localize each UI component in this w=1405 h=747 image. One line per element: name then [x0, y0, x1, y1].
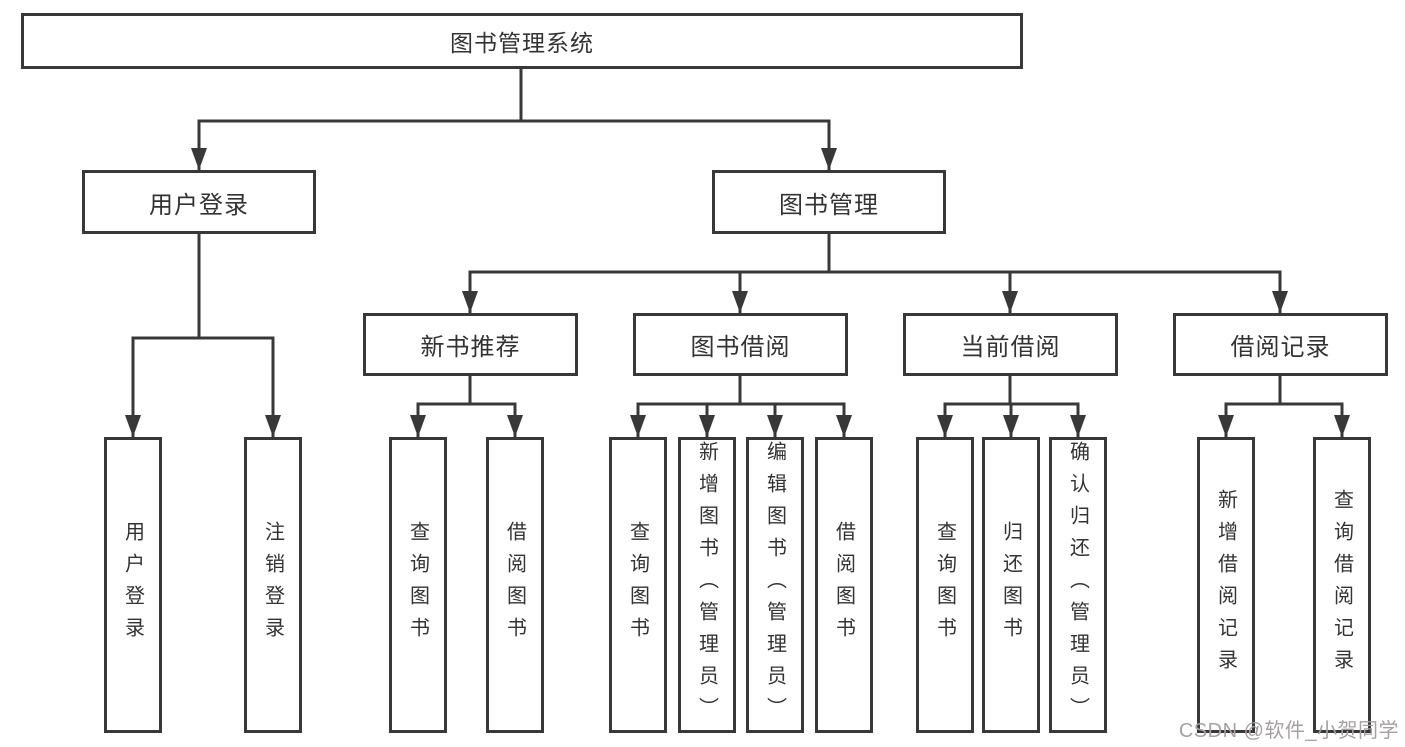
leaf-newbooks-query-label: 查询图书	[406, 521, 429, 649]
leaf-borrowing-add-admin-label: 新增图书（管理员）	[695, 441, 718, 729]
leaf-records-query-label: 查询借阅记录	[1330, 489, 1353, 681]
node-borrow-records: 借阅记录	[1173, 313, 1388, 376]
connector-newbooks-to-leaves	[410, 374, 523, 439]
leaf-newbooks-borrow-label: 借阅图书	[503, 521, 526, 649]
connector-borrowing-to-leaves	[630, 374, 852, 439]
csdn-watermark: CSDN @软件_小贺同学	[1178, 720, 1399, 742]
leaf-borrowing-edit-admin-label: 编辑图书（管理员）	[763, 441, 786, 729]
leaf-borrowing-borrow-label: 借阅图书	[832, 521, 855, 649]
leaf-borrowing-query-label: 查询图书	[626, 521, 649, 649]
node-user-login-label: 用户登录	[149, 191, 249, 219]
leaf-logout: 注销登录	[244, 437, 302, 733]
leaf-newbooks-query: 查询图书	[389, 437, 447, 733]
node-borrow-records-label: 借阅记录	[1230, 334, 1331, 361]
node-new-book-recommend-label: 新书推荐	[420, 334, 521, 361]
leaf-records-query: 查询借阅记录	[1313, 437, 1371, 733]
node-current-borrowing-label: 当前借阅	[960, 334, 1061, 361]
node-root-label: 图书管理系统	[450, 30, 594, 56]
leaf-user-login: 用户登录	[104, 437, 162, 733]
leaf-current-confirm-return-admin: 确认归还（管理员）	[1049, 437, 1107, 733]
node-book-borrowing: 图书借阅	[633, 313, 848, 376]
node-user-login: 用户登录	[82, 170, 316, 234]
node-new-book-recommend: 新书推荐	[363, 313, 578, 376]
leaf-newbooks-borrow: 借阅图书	[486, 437, 544, 733]
leaf-current-query: 查询图书	[916, 437, 974, 733]
connector-bookmgmt-to-level3	[462, 232, 1288, 315]
leaf-current-return-label: 归还图书	[999, 521, 1022, 649]
leaf-current-confirm-return-admin-label: 确认归还（管理员）	[1066, 441, 1089, 729]
leaf-borrowing-query: 查询图书	[609, 437, 667, 733]
connector-records-to-leaves	[1218, 374, 1350, 439]
connector-current-to-leaves	[937, 374, 1086, 439]
leaf-current-query-label: 查询图书	[933, 521, 956, 649]
node-current-borrowing: 当前借阅	[903, 313, 1118, 376]
node-book-management: 图书管理	[712, 170, 946, 234]
leaf-records-add: 新增借阅记录	[1197, 437, 1255, 733]
leaf-borrowing-borrow: 借阅图书	[815, 437, 873, 733]
connector-userlogin-to-leaves	[125, 232, 281, 439]
leaf-current-return: 归还图书	[982, 437, 1040, 733]
leaf-logout-label: 注销登录	[261, 521, 284, 649]
connector-root-to-level2	[191, 67, 837, 172]
leaf-borrowing-edit-admin: 编辑图书（管理员）	[746, 437, 804, 733]
node-book-management-label: 图书管理	[779, 191, 879, 219]
leaf-records-add-label: 新增借阅记录	[1214, 489, 1237, 681]
leaf-borrowing-add-admin: 新增图书（管理员）	[678, 437, 736, 733]
node-book-borrowing-label: 图书借阅	[690, 334, 791, 361]
node-root: 图书管理系统	[21, 13, 1023, 69]
leaf-user-login-label: 用户登录	[121, 521, 144, 649]
